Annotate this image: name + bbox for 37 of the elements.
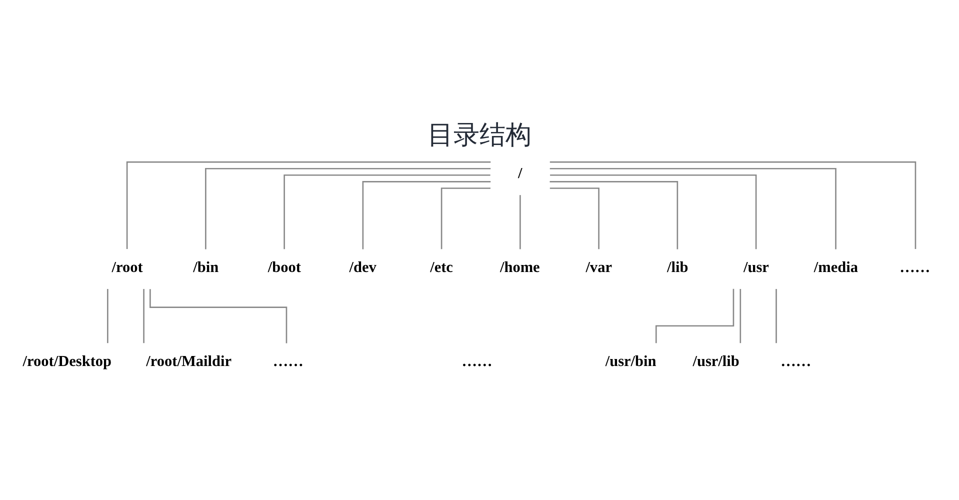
node-text: /etc [430,258,453,276]
node-text: …… [272,352,304,370]
connector [150,288,288,343]
connector [143,288,144,343]
node-text: /usr [743,258,769,276]
connector [550,174,757,249]
connector [776,288,777,343]
connector [440,187,490,249]
connector [550,167,836,249]
connector [362,180,491,249]
node-text: …… [900,258,930,276]
connector [550,187,600,249]
connector [550,180,678,249]
label: …… [462,352,492,370]
connector [550,160,916,248]
node-text: /usr/bin [605,352,656,370]
node-text: /home [500,258,540,276]
connector [205,167,491,249]
node-text: /root/Desktop [22,352,112,370]
node-text: /media [814,258,858,276]
node-text: /lib [667,258,688,276]
node-text: /root/Maildir [146,352,232,370]
connector [740,288,742,343]
node-text: /boot [268,258,302,276]
node-text: …… [780,352,812,370]
connector [107,288,108,343]
connector [520,194,521,249]
connector [284,174,490,249]
node-text: /var [586,258,612,276]
node-text: /dev [349,258,376,276]
node-text: /usr/lib [692,352,740,370]
diagram-title: 目录结构 [428,120,532,150]
node-text: /bin [193,258,219,276]
connector [126,160,491,248]
connector [655,288,734,343]
node-text: / [518,164,522,182]
node-text: /root [112,258,143,276]
